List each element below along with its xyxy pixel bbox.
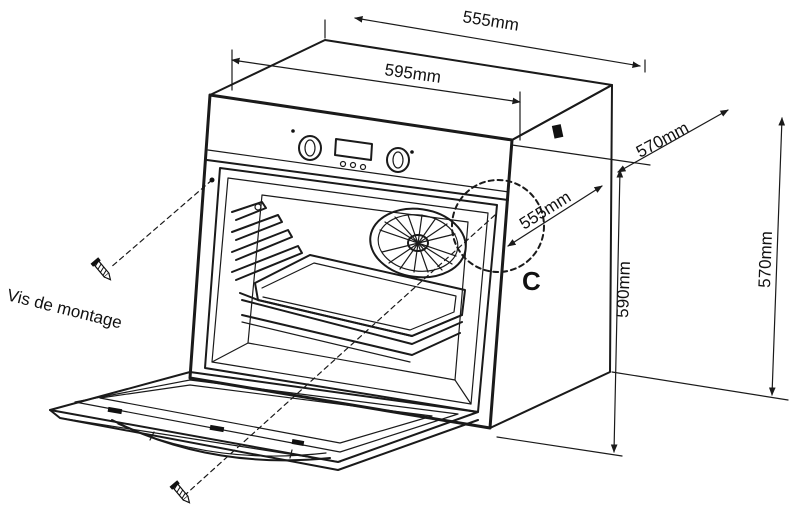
- screw-icon: [169, 480, 191, 504]
- left-knob: [291, 129, 322, 161]
- screw-icon: [90, 257, 112, 281]
- shelf-rails: [231, 201, 303, 281]
- baking-tray: [239, 254, 466, 363]
- oven-door: [49, 371, 479, 471]
- screw-label: Vis de montage: [5, 285, 124, 332]
- dim-front-height: 590mm: [613, 261, 634, 318]
- dim-niche-height: 570mm: [755, 231, 776, 288]
- display-panel: [334, 138, 373, 171]
- dim-top-depth: 555mm: [461, 7, 520, 35]
- mounting-guides: [109, 177, 496, 496]
- dimension-lines: [231, 15, 789, 457]
- detail-label: C: [522, 266, 541, 296]
- right-knob: [386, 147, 414, 173]
- convection-fan: [369, 207, 467, 279]
- dim-side-depth: 570mm: [633, 118, 692, 161]
- dim-niche-inner: 555mm: [516, 187, 574, 233]
- oven-cavity: [204, 167, 498, 413]
- oven-body: [188, 39, 613, 430]
- control-panel: [291, 129, 414, 173]
